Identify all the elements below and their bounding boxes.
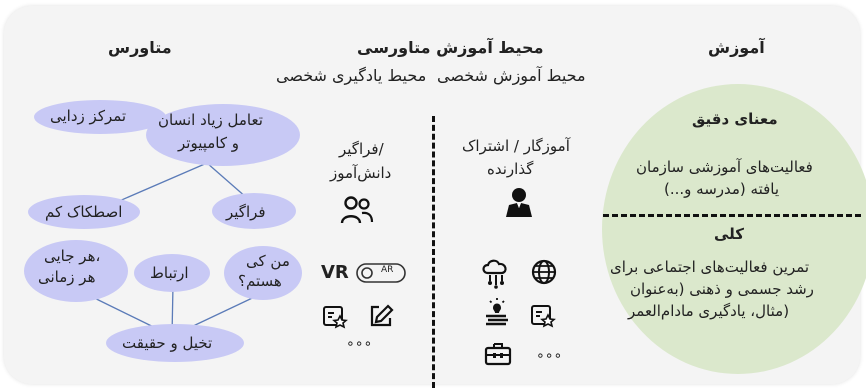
circle-bottom-line1: تمرین فعالیت‌های اجتماعی برای [610, 258, 810, 276]
cloud-who-am-i-label-1: من کی [246, 252, 290, 270]
learner-label-line2: دانش‌آموز [330, 164, 392, 182]
circle-top-title: معنای دقیق [692, 110, 778, 128]
circle-bottom-line2: رشد جسمی و ذهنی (به‌عنوان [630, 280, 814, 298]
circle-top-line1: فعالیت‌های آموزشی سازمان [636, 158, 813, 176]
cloud-communication-label: ارتباط [150, 264, 189, 282]
circle-bottom-line3: مثال، یادگیری مادام‌العمر) [628, 302, 790, 320]
cloud-anywhere [26, 242, 126, 300]
teacher-more-icon: ∘∘∘ [536, 348, 563, 364]
cloud-network-icon [482, 259, 507, 289]
heading-metaverse-education: محیط آموزش متاورسی [357, 38, 544, 57]
heading-education: آموزش [708, 38, 765, 57]
cloud-communication [136, 256, 208, 290]
cloud-imagination-reality [108, 326, 242, 360]
cloud-anywhere-label-2: هر زمانی [38, 268, 96, 286]
cloud-anywhere-label-1: هر جایی، [44, 247, 101, 265]
cloud-pervasive [214, 195, 294, 227]
toolbox-icon [484, 343, 512, 366]
circle-top-line2: یافته (مدرسه و...) [664, 180, 780, 198]
cloud-who-am-i [226, 248, 300, 298]
circle-divider [603, 214, 861, 217]
people-icon [340, 196, 374, 224]
vr-icon: VR [321, 262, 349, 283]
edit-icon [370, 304, 394, 327]
column-divider [432, 116, 435, 388]
cloud-who-am-i-label-2: هستم؟ [238, 272, 282, 290]
circle-bottom-title: کلی [714, 225, 745, 243]
cloud-low-friction [30, 197, 138, 227]
ar-toggle-label: AR [381, 265, 394, 275]
heading-metaverse: متاورس [108, 38, 172, 57]
label-personal-learning-env: محیط یادگیری شخصی [276, 66, 427, 85]
label-personal-education-env: محیط آموزش شخصی [437, 66, 586, 85]
cloud-pervasive-label: فراگیر [226, 203, 266, 221]
teacher-label-line1: آموزگار / اشتراک [462, 137, 570, 155]
cloud-hci-label-2: و کامپیوتر [178, 134, 240, 152]
cloud-hci [148, 106, 298, 164]
ar-toggle-icon [356, 263, 406, 283]
idea-books-icon [486, 298, 508, 326]
learner-label-line1: فراگیر/ [339, 140, 384, 158]
card-star-icon-2 [531, 305, 556, 328]
learner-more-icon: ∘∘∘ [346, 336, 373, 352]
cloud-decentralization [36, 102, 164, 132]
globe-icon [531, 259, 557, 285]
teacher-icon [506, 188, 532, 217]
cloud-hci-label-1: تعامل زیاد انسان [158, 111, 263, 129]
cloud-imagination-reality-label: تخیل و حقیقت [122, 334, 213, 352]
education-circle [602, 84, 866, 374]
cloud-decentralization-label: تمرکز زدایی [50, 107, 127, 125]
teacher-label-line2: گذارنده [487, 160, 534, 178]
cloud-low-friction-label: اصطکاک کم [45, 203, 123, 221]
card-star-icon [323, 306, 348, 329]
